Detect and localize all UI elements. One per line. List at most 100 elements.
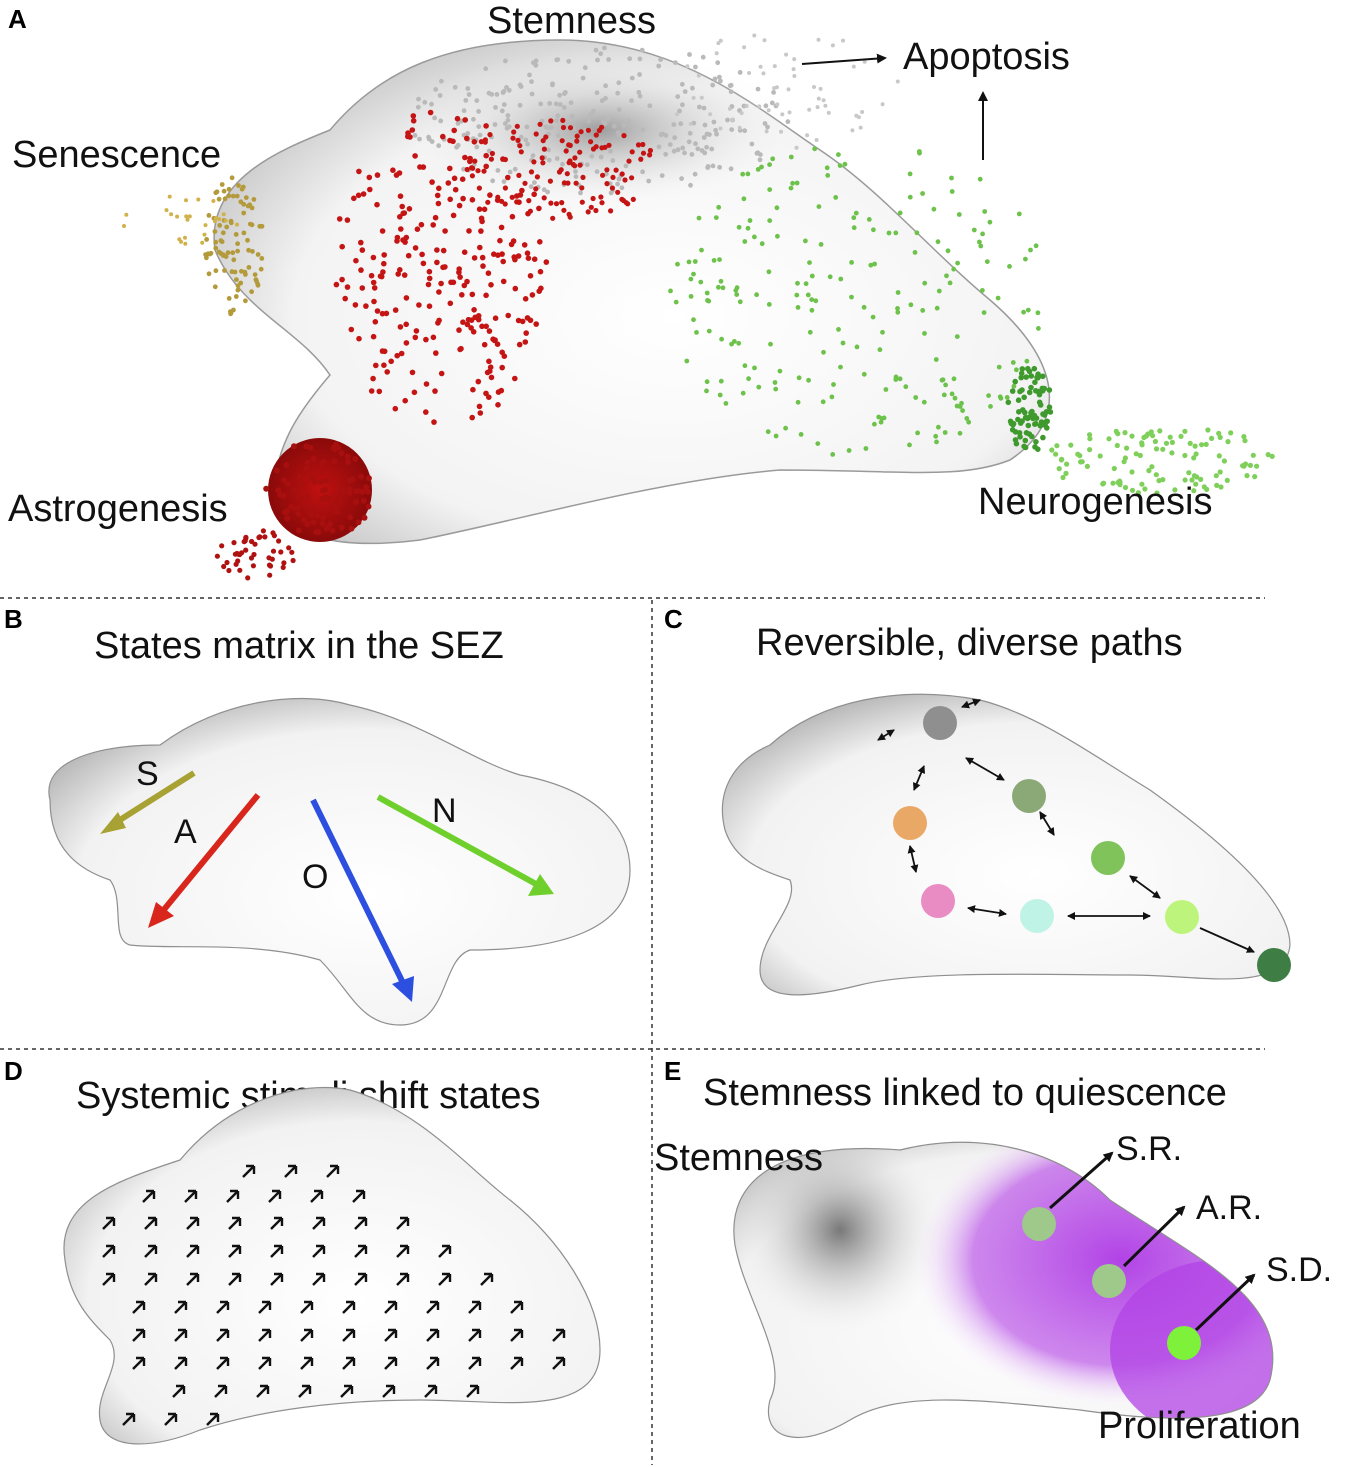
- arrowhead-astrogenesis-b: [148, 902, 174, 928]
- stem-cell-dot: [505, 117, 511, 123]
- astrocyte-cell-dot: [224, 559, 230, 566]
- neuron-cell-dot: [861, 371, 867, 377]
- field-arrow: [340, 1384, 354, 1398]
- astrocyte-cell-dot: [561, 180, 568, 186]
- stem-cell-dot: [573, 174, 579, 180]
- neuron-cell-dot: [704, 290, 710, 296]
- astrocyte-cell-dot: [271, 533, 277, 539]
- neuron-cell-dot: [675, 261, 680, 267]
- astrocyte-cell-dot: [573, 180, 579, 186]
- neuron-cell-dot: [1192, 443, 1198, 449]
- stem-cell-dot: [504, 125, 510, 131]
- astrocyte-cell-dot: [488, 156, 494, 162]
- node-ar: [1092, 1264, 1126, 1298]
- neuron-cell-dot: [1189, 477, 1195, 483]
- neuron-cell-dot: [1242, 438, 1248, 444]
- astrocyte-cell-dot: [471, 307, 477, 313]
- stem-cell-dot: [615, 130, 621, 136]
- astrocyte-cell-dot: [567, 158, 573, 164]
- label-apoptosis: Apoptosis: [903, 36, 1070, 78]
- neuron-cell-dot: [1114, 442, 1120, 449]
- astrocyte-cell-dot: [352, 302, 359, 308]
- astrocyte-cell-dot: [621, 133, 627, 139]
- neuron-cell-dot: [1146, 468, 1152, 474]
- panel-b: B States matrix in the SEZ S A O N: [4, 604, 631, 1026]
- senescent-cell-dot: [250, 249, 255, 254]
- stem-cell-dot: [647, 103, 653, 109]
- neuron-cell-dot: [713, 215, 719, 221]
- stem-cell-dot: [764, 129, 769, 134]
- neuron-cell-dot: [767, 162, 772, 168]
- neuron-cell-dot: [954, 334, 960, 339]
- stem-cell-dot: [656, 144, 662, 150]
- astrocyte-cell-dot: [523, 330, 529, 336]
- astrocyte-cell-dot: [487, 192, 493, 198]
- astrocyte-cell-dot: [478, 228, 484, 234]
- neuron-cell-dot: [981, 310, 987, 315]
- neuron-cell-dot: [759, 241, 765, 247]
- stem-cell-dot: [528, 184, 534, 190]
- senescent-cell-dot: [233, 232, 239, 237]
- stem-cell-dot: [546, 157, 552, 163]
- stem-cell-dot: [860, 110, 865, 114]
- stem-cell-dot: [608, 190, 614, 196]
- field-arrow: [122, 1412, 136, 1426]
- stem-cell-dot: [763, 103, 769, 109]
- astrocyte-cell-dot: [599, 200, 605, 206]
- astrocyte-cell-dot: [398, 350, 405, 357]
- neuron-cell-dot: [1218, 484, 1224, 490]
- neuron-cell-dot: [1242, 461, 1249, 467]
- neuron-cell-dot: [966, 419, 972, 425]
- stem-cell-dot: [678, 121, 684, 127]
- astrocyte-cell-dot: [525, 255, 532, 261]
- neuron-cell-dot: [767, 187, 773, 193]
- neuron-cell-dot: [1157, 428, 1163, 434]
- astrocyte-cell-dot: [483, 152, 490, 159]
- stem-cell-dot: [757, 157, 763, 163]
- astrocyte-cell-dot: [426, 303, 433, 310]
- panel-letter-a: A: [8, 4, 27, 34]
- senescent-cell-dot: [224, 224, 230, 230]
- arrow-sr: [1049, 1151, 1114, 1210]
- astrocyte-cell-dot: [451, 127, 458, 134]
- stem-cell-dot: [858, 125, 863, 130]
- neuron-cell-dot: [1160, 446, 1166, 452]
- astrocyte-cell-dot: [482, 137, 488, 143]
- field-arrow: [342, 1300, 356, 1314]
- astrocyte-cell-dot: [355, 519, 362, 526]
- stem-cell-dot: [493, 105, 498, 110]
- stem-cell-dot: [710, 82, 716, 88]
- senescent-cell-dot: [220, 230, 226, 236]
- neuron-cell-dot: [736, 340, 742, 346]
- senescent-cell-dot: [251, 197, 257, 202]
- neuron-cell-dot: [934, 305, 940, 311]
- senescent-cell-dot: [212, 219, 217, 224]
- astrocyte-cell-dot: [403, 340, 410, 346]
- neuron-cell-dot: [1036, 399, 1043, 406]
- neuron-cell-dot: [931, 206, 937, 212]
- stem-cell-dot: [709, 146, 715, 152]
- astrocyte-cell-dot: [509, 213, 516, 220]
- stem-cell-dot: [602, 121, 608, 126]
- astrocyte-cell-dot: [423, 409, 429, 415]
- node-sr: [1022, 1207, 1056, 1241]
- senescent-cell-dot: [234, 277, 239, 282]
- stem-cell-dot: [529, 91, 535, 97]
- field-arrow: [270, 1272, 284, 1286]
- senescent-cell-dot: [175, 214, 180, 219]
- bidir-arrow: [877, 729, 895, 741]
- state-node-orange: [893, 806, 927, 840]
- field-arrow: [384, 1300, 398, 1314]
- neuron-cell-dot: [978, 243, 984, 249]
- neurogenesis-cells: [668, 146, 1275, 496]
- astrocyte-cell-dot: [342, 295, 349, 302]
- astrocyte-cell-dot: [505, 174, 511, 181]
- neuron-cell-dot: [795, 280, 800, 286]
- field-arrow: [510, 1300, 524, 1314]
- astrocyte-cell-dot: [519, 318, 526, 325]
- astrocyte-cell-dot: [630, 196, 636, 202]
- field-arrow: [438, 1272, 452, 1286]
- stem-cell-dot: [701, 135, 707, 140]
- neuron-cell-dot: [1124, 445, 1130, 451]
- astrocyte-cell-dot: [427, 109, 434, 116]
